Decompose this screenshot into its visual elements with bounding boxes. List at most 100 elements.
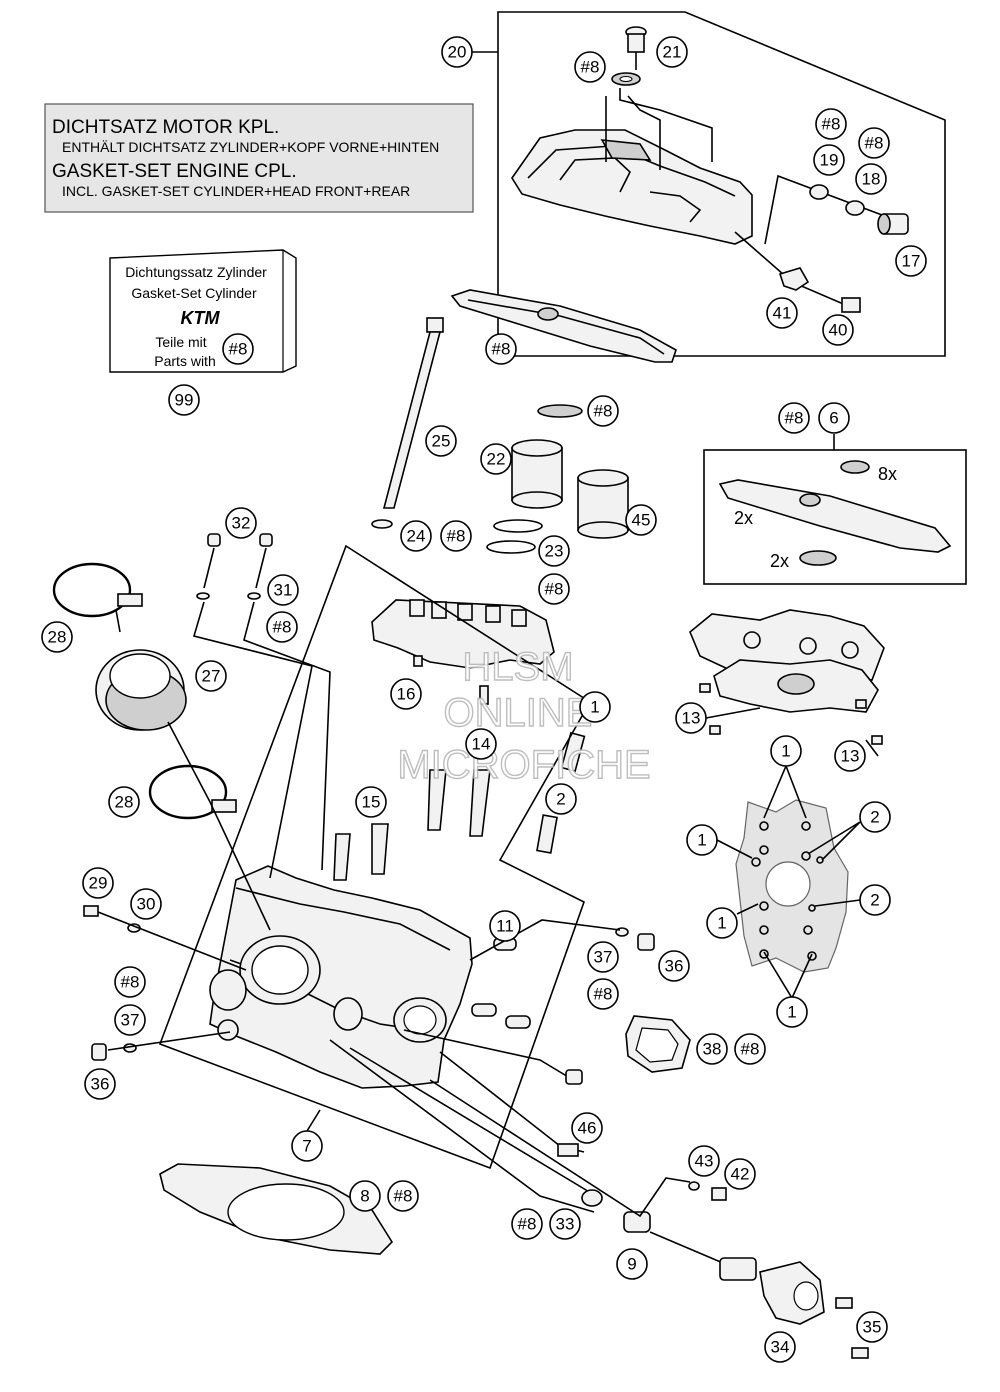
head-gasket [159,1163,394,1255]
callout-label: 14 [472,735,491,754]
callout-circle [858,127,890,159]
sleeve-22 [511,439,563,509]
callout-circle [349,1180,381,1212]
callout-circle [114,966,146,998]
kit-line-1: Dichtungssatz Zylinder [125,264,267,280]
callout-circle [822,314,854,346]
callout-37: 37 [114,1004,146,1036]
callout-circle [776,996,808,1028]
callout-circle [355,786,387,818]
callout-27: 27 [195,660,227,692]
callout-label: 1 [787,1003,796,1022]
callout-25: 25 [425,425,457,457]
callout-circle [706,907,738,939]
callout-circle [813,144,845,176]
thermostat-34 [719,1257,869,1359]
callout-32: 32 [225,507,257,539]
callout-circle [818,402,850,434]
callout-label: 20 [448,43,467,62]
callout-label: 30 [137,895,156,914]
callout-label: 6 [829,409,838,428]
callout-circle [778,402,810,434]
callout-circle [195,660,227,692]
callout-31: 31 [267,574,299,606]
callout-1: 1 [706,907,738,939]
callout-circle [770,735,802,767]
callout-label: 38 [703,1040,722,1059]
callout-circle [168,384,200,416]
callout-8: 8 [349,1180,381,1212]
callout-label: 17 [902,252,921,271]
info-line-3: GASKET-SET ENGINE CPL. [52,161,297,182]
valve-cover-gasket [450,289,677,363]
callout-circle [688,1145,720,1177]
seal-ring-top [537,404,583,418]
callout-1: 1 [770,735,802,767]
callout-label: 36 [91,1075,110,1094]
callout-label: #8 [447,527,466,546]
callout-label: 43 [695,1152,714,1171]
callout-label: #8 [545,580,564,599]
callout-42: 42 [724,1158,756,1190]
callout-circle [291,1130,323,1162]
callout-ref-8: #8 [538,573,570,605]
callout-label: 19 [820,151,839,170]
kit-ref-label: #8 [229,340,248,359]
callout-label: 37 [594,948,613,967]
callout-circle [855,163,887,195]
callout-ref-8: #8 [440,520,472,552]
callout-29: 29 [82,867,114,899]
kit-ref-circle [222,333,254,365]
callout-23: 23 [538,535,570,567]
callout-label: 37 [121,1011,140,1030]
callout-36: 36 [658,950,690,982]
callout-ref-8: #8 [587,395,619,427]
callout-circle [440,520,472,552]
cylinder-head [209,865,473,1089]
callout-label: 40 [829,321,848,340]
qty-2x-b: 2x [770,551,789,571]
callout-circle [545,783,577,815]
callout-circle [587,978,619,1010]
ktm-logo: KTM [181,308,221,328]
callout-label: #8 [594,985,613,1004]
callout-circle [764,1331,796,1363]
callout-ref-8: #8 [266,611,298,643]
callout-circle [485,333,517,365]
callout-circle [658,950,690,982]
callout-22: 22 [480,443,512,475]
callout-label: 99 [175,391,194,410]
callout-7: 7 [291,1130,323,1162]
watermark-line-2: ONLINE [444,691,593,735]
callout-ref-8: #8 [114,966,146,998]
callout-circle [574,51,606,83]
callout-13: 13 [834,740,866,772]
callout-label: 27 [202,667,221,686]
kit-line-2: Gasket-Set Cylinder [131,285,257,301]
callout-circle [511,1208,543,1240]
gasket-set-6-box [703,449,967,585]
callout-99: 99 [168,384,200,416]
callout-circle [686,824,718,856]
info-line-2: ENTHÄLT DICHTSATZ ZYLINDER+KOPF VORNE+HI… [62,139,439,155]
callout-label: 22 [487,450,506,469]
callout-41: 41 [766,297,798,329]
callout-circle [571,1112,603,1144]
callout-ref-8: #8 [815,108,847,140]
callout-circle [766,297,798,329]
callout-circle [696,1033,728,1065]
callout-46: 46 [571,1112,603,1144]
callout-label: #8 [492,340,511,359]
callout-label: 42 [731,1165,750,1184]
callout-label: #8 [865,134,884,153]
callout-17: 17 [895,245,927,277]
callout-circle [587,941,619,973]
bolt-40 [841,297,861,313]
callout-36: 36 [84,1068,116,1100]
callout-30: 30 [130,888,162,920]
callout-circle [82,867,114,899]
intake-clamp-top [52,562,143,618]
callout-35: 35 [856,1311,888,1343]
callout-circle [114,1004,146,1036]
